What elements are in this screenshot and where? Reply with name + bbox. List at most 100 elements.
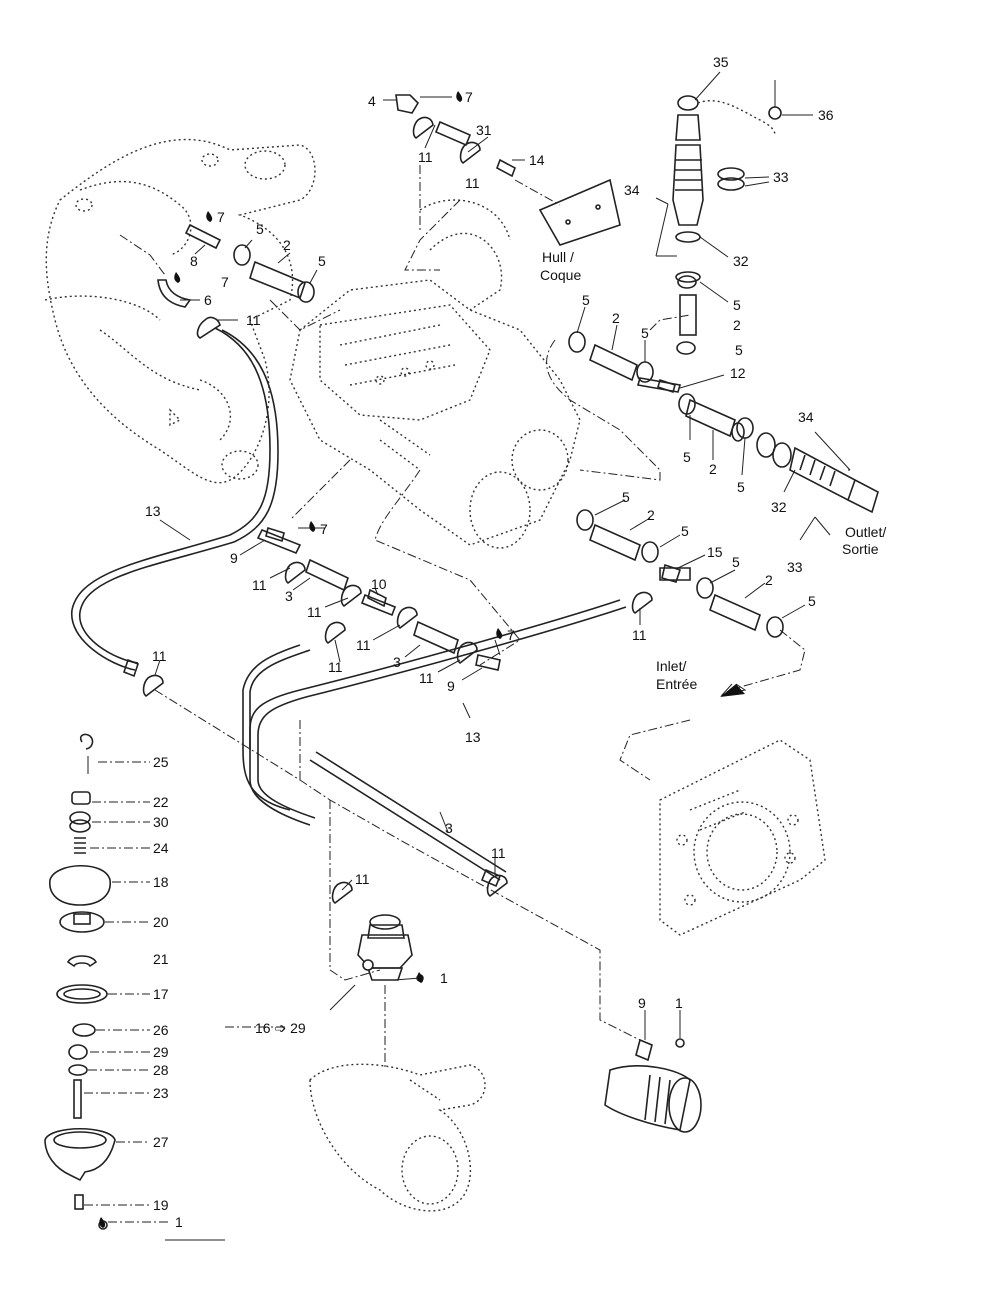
callout-17: 17 [153,986,169,1002]
label-sortie: Sortie [842,541,879,557]
label-coque: Coque [540,267,581,283]
callout-36: 36 [818,107,834,123]
callout-2: 2 [612,310,620,326]
callout-34: 34 [624,182,640,198]
callout-22: 22 [153,794,169,810]
callout-11: 11 [307,604,322,620]
jet-pump-housing [659,739,826,936]
callout-25: 25 [153,754,169,770]
callout-2: 2 [765,572,773,588]
callout-5: 5 [808,593,816,609]
long-hoses [71,327,627,888]
callout-7: 7 [465,89,473,105]
outlet-fitting [731,422,879,514]
callout-11: 11 [419,670,434,686]
callout-3: 3 [445,820,453,836]
callout-11: 11 [246,312,261,328]
callout-5: 5 [318,253,326,269]
callout-35: 35 [713,54,729,70]
callout-11: 11 [328,659,343,675]
callout-21: 21 [153,951,169,967]
label-inlet: Inlet/ [656,658,686,674]
callout-3: 3 [285,588,293,604]
callout-1: 1 [175,1214,183,1230]
callout-2: 2 [709,461,717,477]
callout-6: 6 [204,292,212,308]
callout-4: 4 [368,93,376,109]
callout-5: 5 [641,325,649,341]
callout-27: 27 [153,1134,169,1150]
callout-5: 5 [256,221,264,237]
callout-31: 31 [476,122,492,138]
callout-30: 30 [153,814,169,830]
callout-9: 9 [638,995,646,1011]
label-16-to-29: 16 ➩ 29 [255,1020,306,1036]
callout-1: 1 [440,970,448,986]
callout-19: 19 [153,1197,169,1213]
valve-body [309,1063,486,1212]
callout-5: 5 [681,523,689,539]
callout-33: 33 [773,169,789,185]
callout-23: 23 [153,1085,169,1101]
small-fittings [142,94,682,905]
callout-11: 11 [355,871,370,887]
strainer [604,1038,702,1133]
callout-33: 33 [787,559,803,575]
label-entree: Entrée [656,676,697,692]
callout-9: 9 [230,550,238,566]
callout-12: 12 [730,365,746,381]
callout-5: 5 [622,489,630,505]
callout-leaders [84,71,851,1223]
callout-32: 32 [733,253,749,269]
callout-11: 11 [632,627,647,643]
callout-11: 11 [252,577,267,593]
callout-5: 5 [737,479,745,495]
top-fitting-column [672,80,782,355]
callout-11: 11 [465,175,480,191]
hull-plate [514,178,621,246]
callout-32: 32 [771,499,787,515]
hose-clamps [233,244,784,638]
callout-2: 2 [283,237,291,253]
hull-pump-housing-outline [44,138,316,484]
callout-2: 2 [733,317,741,333]
callout-3: 3 [393,654,401,670]
callout-28: 28 [153,1062,169,1078]
callout-1: 1 [675,995,683,1011]
callout-5: 5 [735,342,743,358]
callout-24: 24 [153,840,169,856]
label-hull: Hull / [542,249,574,265]
hose-segments [249,120,761,655]
callout-5: 5 [733,297,741,313]
callout-7: 7 [221,274,229,290]
callout-13: 13 [145,503,161,519]
callout-8: 8 [190,253,198,269]
callout-26: 26 [153,1022,169,1038]
callout-numbers: 35 36 33 34 32 5 2 5 5 2 5 12 34 5 2 5 3… [145,54,834,1230]
callout-15: 15 [707,544,723,560]
callout-11: 11 [356,637,371,653]
callout-13: 13 [465,729,481,745]
regulator-exploded-stack [44,733,225,1241]
label-outlet: Outlet/ [845,524,886,540]
callout-7: 7 [320,521,328,537]
callout-5: 5 [683,449,691,465]
callout-11: 11 [491,845,506,861]
routing-lines [119,165,806,1070]
callout-7: 7 [217,209,225,225]
callout-11: 11 [152,648,167,664]
engine-block [289,199,581,549]
callout-14: 14 [529,152,545,168]
callout-18: 18 [153,874,169,890]
callout-11: 11 [418,149,433,165]
callout-34: 34 [798,409,814,425]
callout-2: 2 [647,507,655,523]
callout-7: 7 [507,627,515,643]
callout-10: 10 [371,576,387,592]
callout-9: 9 [447,678,455,694]
callout-29: 29 [153,1044,169,1060]
callout-20: 20 [153,914,169,930]
pressure-regulator [357,914,424,982]
callout-5: 5 [732,554,740,570]
